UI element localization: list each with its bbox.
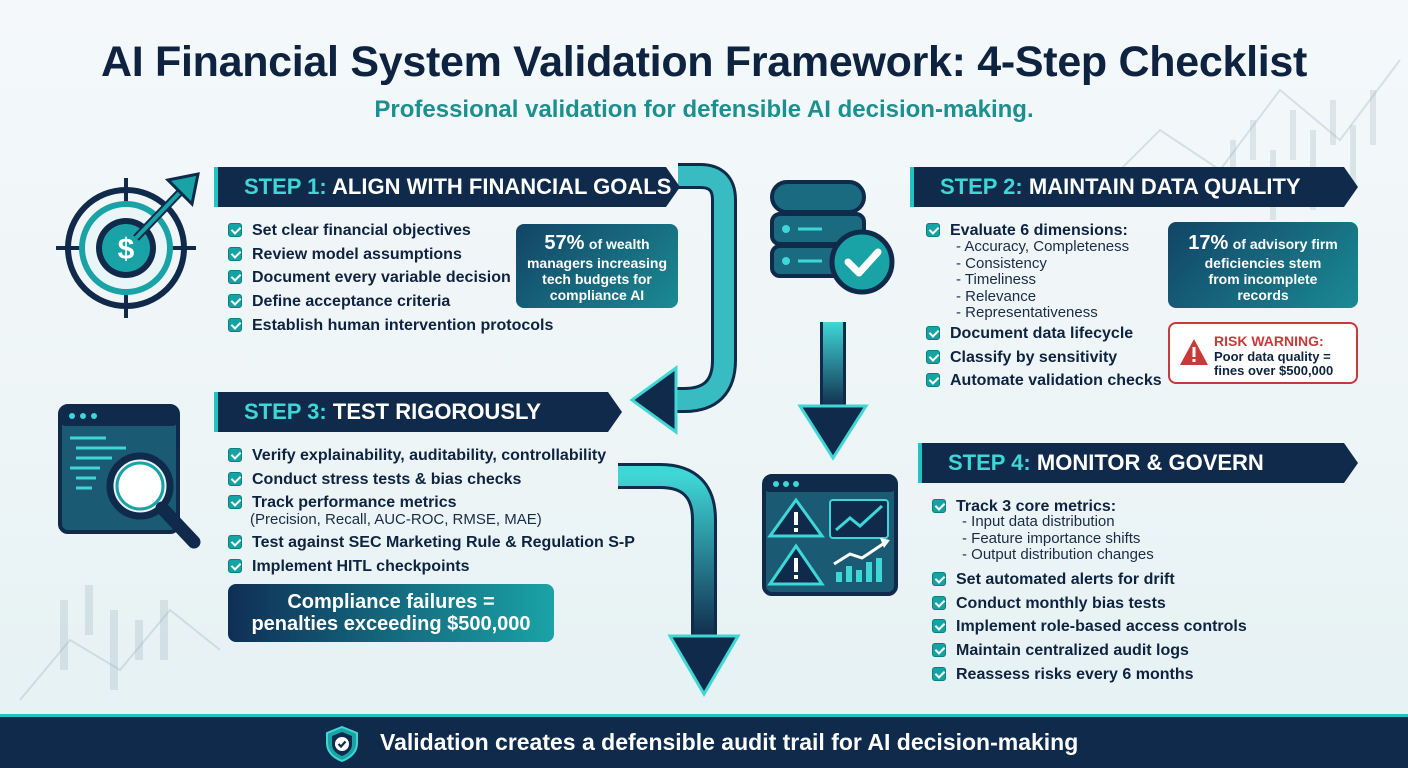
- check-icon: [228, 495, 242, 510]
- check-icon: [228, 448, 242, 462]
- list-item: Track 3 core metrics:: [932, 497, 1116, 521]
- list-item: Test against SEC Marketing Rule & Regula…: [228, 533, 635, 557]
- step4-metrics: - Input data distribution - Feature impo…: [962, 513, 1154, 563]
- list-item: Review model assumptions: [228, 245, 553, 269]
- list-item: Reassess risks every 6 months: [932, 665, 1247, 689]
- check-icon: [926, 326, 940, 340]
- warning-icon: [1180, 339, 1208, 365]
- check-icon: [228, 471, 242, 486]
- shield-check-icon: [326, 726, 358, 762]
- check-icon: [228, 223, 242, 237]
- list-item: Evaluate 6 dimensions:: [926, 221, 1128, 245]
- step1-title: ALIGN WITH FINANCIAL GOALS: [332, 174, 672, 199]
- list-item: Implement role-based access controls: [932, 617, 1247, 641]
- step4-banner: STEP 4: MONITOR & GOVERN: [918, 443, 1358, 483]
- risk-text: Poor data quality = fines over $500,000: [1214, 349, 1334, 378]
- list-item: Conduct stress tests & bias checks: [228, 470, 606, 494]
- list-item: Document every variable decision: [228, 268, 553, 292]
- list-item: Verify explainability, auditability, con…: [228, 446, 606, 470]
- code-search-icon: [58, 404, 201, 549]
- list-item: Define acceptance criteria: [228, 292, 553, 316]
- list-item: Classify by sensitivity: [926, 348, 1162, 372]
- step3-checklist-top: Verify explainability, auditability, con…: [228, 446, 606, 517]
- step3-metrics-note: (Precision, Recall, AUC-ROC, RMSE, MAE): [250, 511, 542, 528]
- footer-text: Validation creates a defensible audit tr…: [380, 729, 1079, 755]
- page-subtitle: Professional validation for defensible A…: [374, 96, 1034, 123]
- list-item: Set automated alerts for drift: [932, 570, 1247, 594]
- check-icon: [926, 373, 940, 388]
- step1-number: STEP 1:: [244, 174, 327, 199]
- monitor-dashboard-icon: [762, 474, 898, 596]
- check-icon: [932, 643, 946, 658]
- target-dollar-icon: $: [56, 172, 200, 318]
- check-icon: [926, 349, 940, 364]
- step3-title: TEST RIGOROUSLY: [332, 399, 542, 424]
- check-icon: [926, 223, 940, 237]
- footer-bar: Validation creates a defensible audit tr…: [0, 714, 1408, 768]
- step2-banner: STEP 2: MAINTAIN DATA QUALITY: [910, 167, 1358, 207]
- check-icon: [228, 294, 242, 309]
- step3-checklist-bottom: Test against SEC Marketing Rule & Regula…: [228, 533, 635, 580]
- step2-checklist-bottom: Document data lifecycle Classify by sens…: [926, 324, 1162, 395]
- check-icon: [228, 558, 242, 573]
- risk-warning-box: RISK WARNING: Poor data quality = fines …: [1168, 322, 1358, 384]
- check-icon: [932, 595, 946, 610]
- check-icon: [228, 246, 242, 261]
- list-item: Implement HITL checkpoints: [228, 557, 635, 581]
- database-check-icon: [770, 180, 895, 295]
- list-item: Set clear financial objectives: [228, 221, 553, 245]
- step2-checklist-top: Evaluate 6 dimensions:: [926, 221, 1128, 245]
- svg-text:$: $: [118, 233, 135, 266]
- check-icon: [932, 619, 946, 634]
- check-icon: [932, 572, 946, 586]
- stat-percent: 57%: [544, 232, 585, 254]
- step4-checklist-bottom: Set automated alerts for drift Conduct m…: [932, 570, 1247, 688]
- step3-number: STEP 3:: [244, 399, 327, 424]
- page-title: AI Financial System Validation Framework…: [100, 38, 1308, 86]
- step2-number: STEP 2:: [940, 174, 1023, 199]
- step4-number: STEP 4:: [948, 450, 1031, 475]
- step2-dimensions: - Accuracy, Completeness - Consistency -…: [956, 238, 1130, 321]
- step2-stat-box: 17% of advisory firm deficiencies stem f…: [1168, 222, 1358, 308]
- risk-title: RISK WARNING:: [1214, 333, 1324, 349]
- check-icon: [228, 270, 242, 285]
- stat-percent: 17%: [1188, 232, 1229, 254]
- step4-checklist-top: Track 3 core metrics:: [932, 497, 1116, 521]
- penalty-callout: Compliance failures = penalties exceedin…: [228, 584, 554, 642]
- list-item: Document data lifecycle: [926, 324, 1162, 348]
- check-icon: [932, 499, 946, 513]
- check-icon: [932, 666, 946, 681]
- check-icon: [228, 317, 242, 332]
- list-item: Establish human intervention protocols: [228, 316, 553, 340]
- step1-banner: STEP 1: ALIGN WITH FINANCIAL GOALS: [214, 167, 680, 207]
- step1-checklist: Set clear financial objectives Review mo…: [228, 221, 553, 339]
- step1-stat-box: 57% of wealth managers increasing tech b…: [516, 224, 678, 308]
- list-item: Track performance metrics: [228, 493, 606, 517]
- list-item: Conduct monthly bias tests: [932, 594, 1247, 618]
- step2-title: MAINTAIN DATA QUALITY: [1028, 174, 1301, 199]
- list-item: Maintain centralized audit logs: [932, 641, 1247, 665]
- step4-title: MONITOR & GOVERN: [1036, 450, 1264, 475]
- step3-banner: STEP 3: TEST RIGOROUSLY: [214, 392, 622, 432]
- check-icon: [228, 535, 242, 549]
- list-item: Automate validation checks: [926, 371, 1162, 395]
